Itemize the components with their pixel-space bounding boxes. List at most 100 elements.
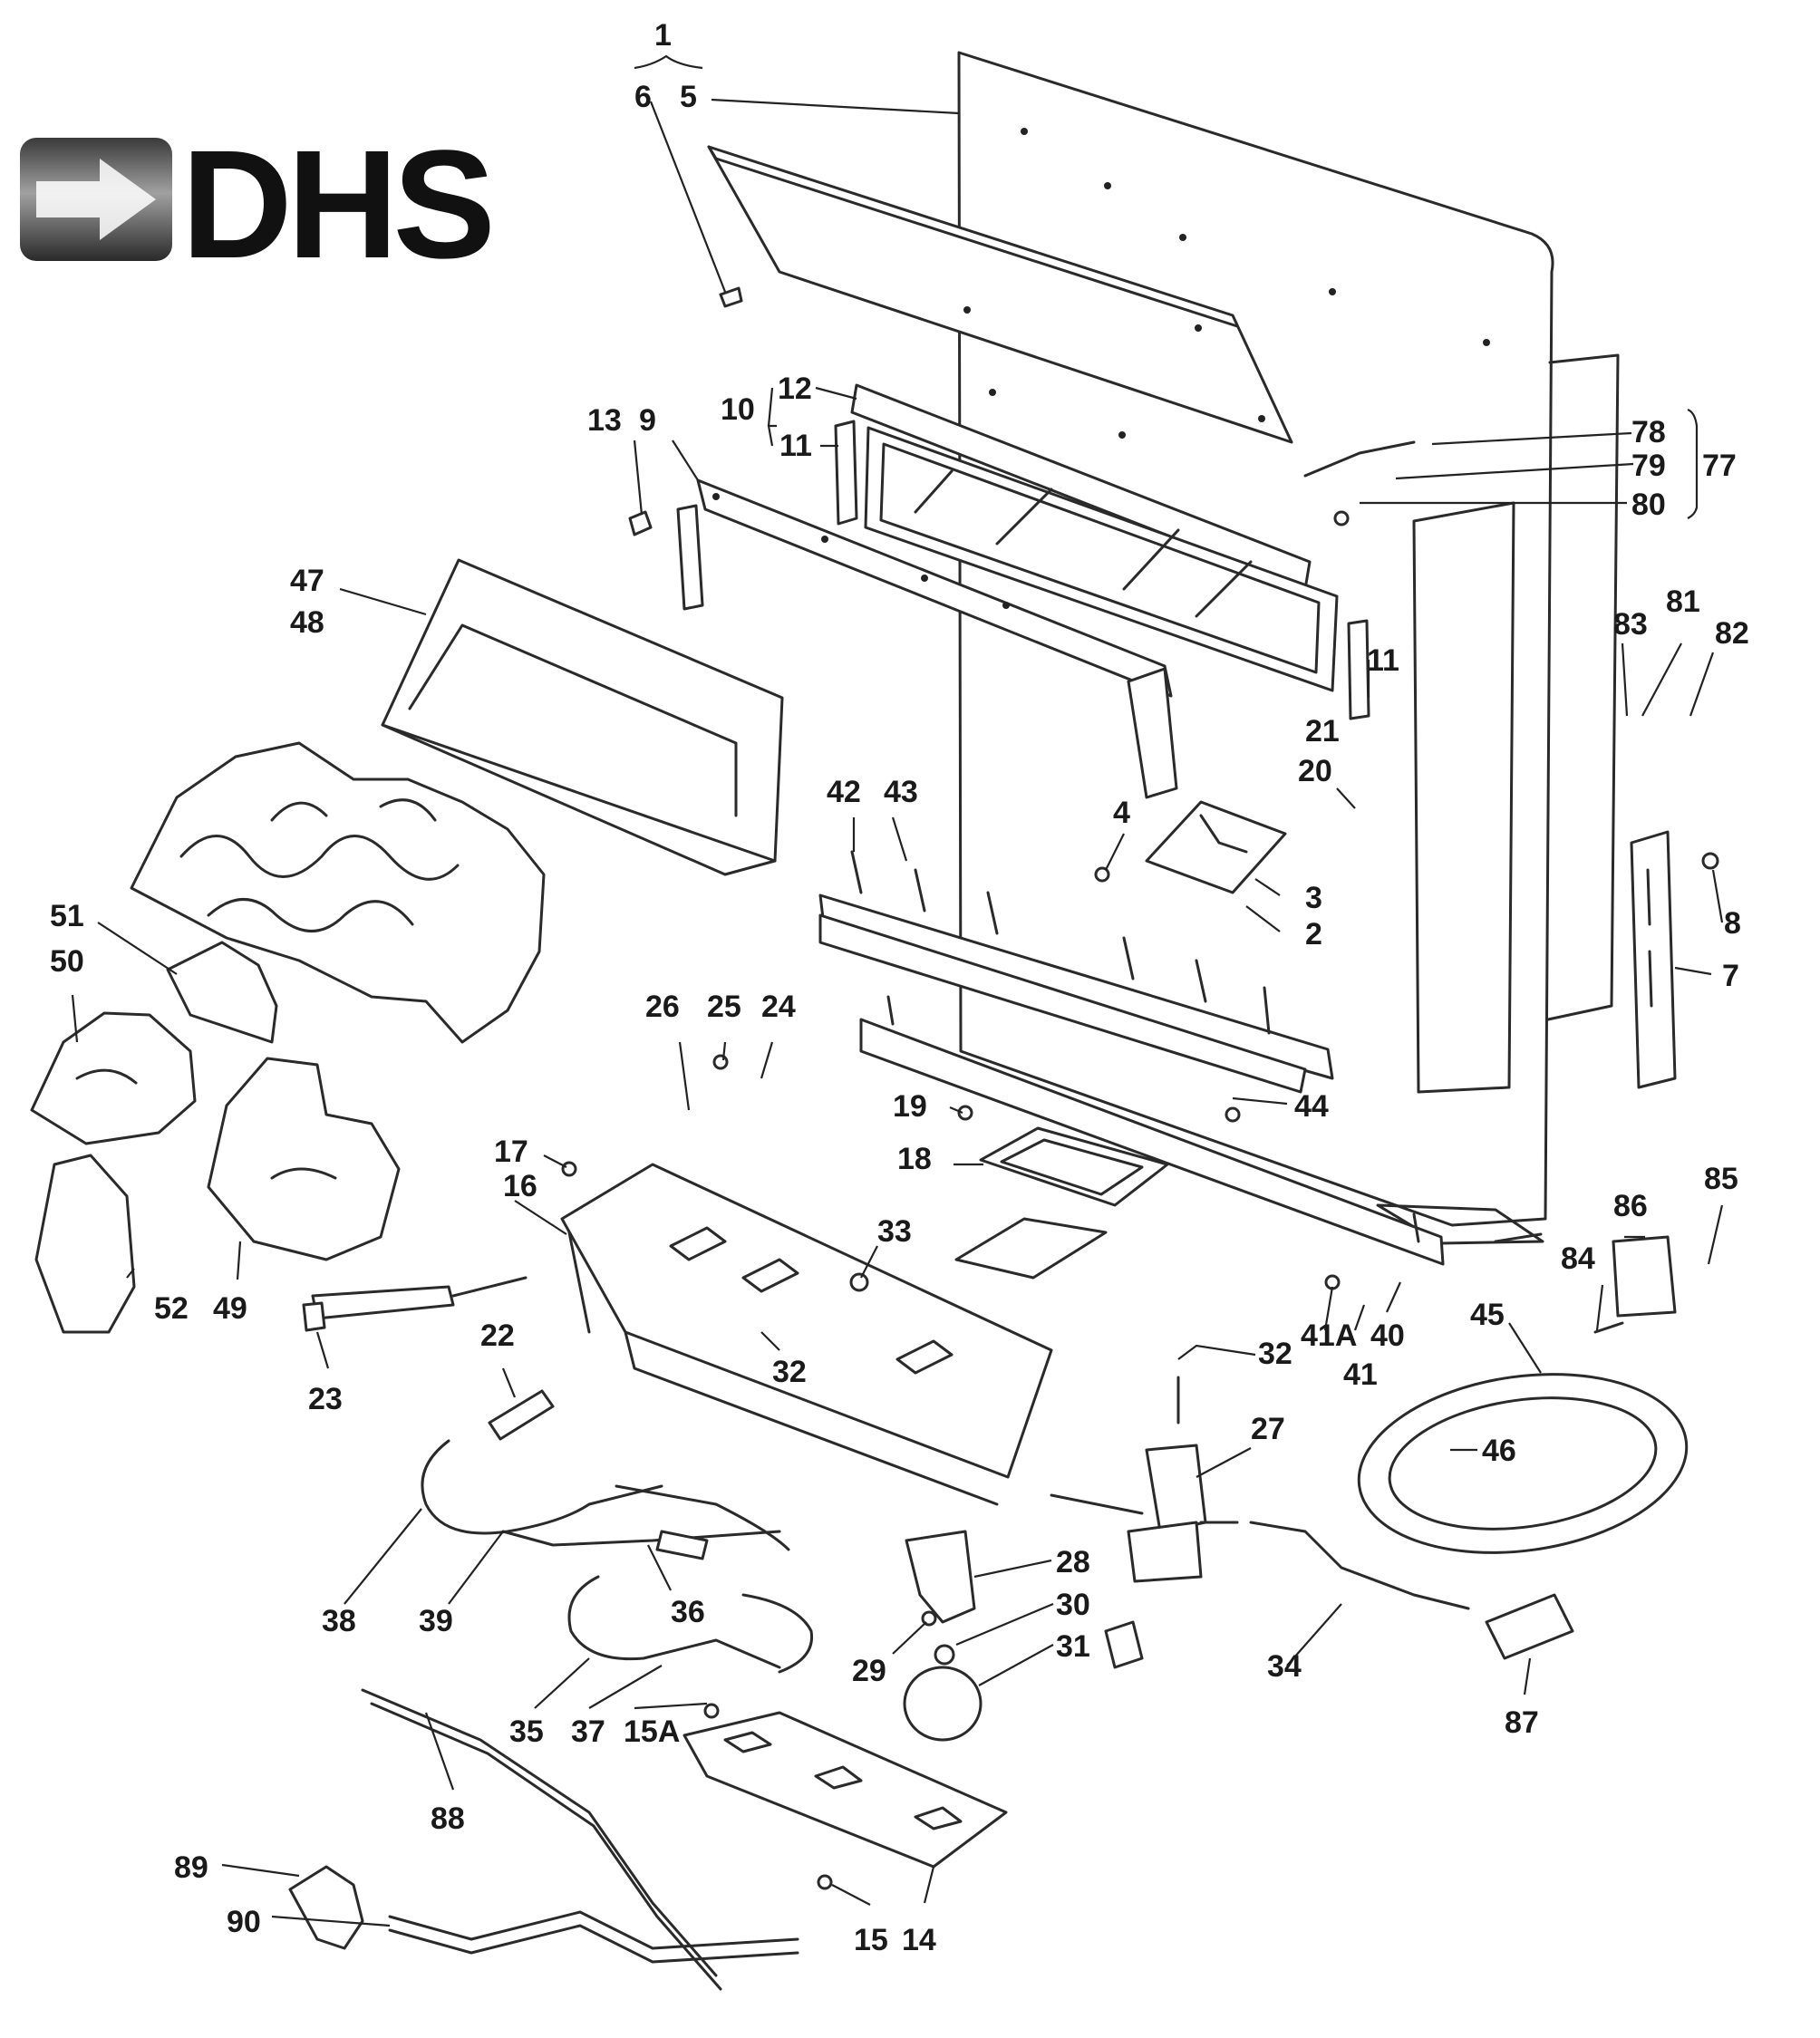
plate-86 [1612, 1235, 1677, 1318]
callout-46: 46 [1482, 1434, 1516, 1468]
thermocouple [302, 1276, 528, 1332]
callout-48: 48 [290, 605, 324, 640]
control-knob [903, 1666, 983, 1742]
side-frame [1376, 353, 1620, 1245]
callout-36: 36 [671, 1595, 705, 1629]
callout-34: 34 [1267, 1649, 1302, 1684]
callout-9: 9 [639, 403, 656, 438]
callout-42: 42 [827, 775, 861, 809]
callout-49: 49 [213, 1291, 247, 1326]
connector-22 [488, 1389, 555, 1441]
lower-rail [859, 995, 1445, 1266]
callout-1: 1 [654, 18, 672, 53]
callout-30: 30 [1056, 1588, 1090, 1622]
callout-50: 50 [50, 944, 84, 979]
side-bracket-7 [1630, 830, 1677, 1089]
heat-shield [682, 1711, 1008, 1869]
callout-89: 89 [174, 1850, 208, 1885]
callout-80: 80 [1631, 488, 1666, 522]
callout-44: 44 [1294, 1089, 1329, 1124]
callout-41A: 41A [1301, 1318, 1357, 1353]
callout-28: 28 [1056, 1545, 1090, 1579]
callout-15: 15 [854, 1923, 888, 1957]
callout-17: 17 [494, 1135, 528, 1169]
callout-20: 20 [1298, 754, 1332, 788]
callout-33: 33 [877, 1214, 912, 1249]
callout-51: 51 [50, 899, 84, 933]
callout-39: 39 [419, 1604, 453, 1638]
callout-6: 6 [634, 80, 652, 114]
callout-21: 21 [1305, 714, 1340, 749]
callout-labels: 1 6 5 12 10 11 13 9 78 79 80 77 47 48 83… [50, 18, 1749, 1957]
callout-86: 86 [1613, 1189, 1648, 1223]
callout-23: 23 [308, 1382, 343, 1416]
callout-85: 85 [1704, 1162, 1738, 1196]
callout-45: 45 [1470, 1298, 1505, 1332]
pipe-90 [388, 1910, 799, 1964]
callout-52: 52 [154, 1291, 189, 1326]
gas-valve [1050, 1376, 1239, 1669]
callout-26: 26 [645, 990, 680, 1024]
leader-lines [71, 54, 1724, 1927]
callout-14: 14 [902, 1923, 936, 1957]
callout-84: 84 [1561, 1241, 1595, 1276]
callout-13: 13 [587, 403, 622, 438]
callout-10: 10 [721, 392, 755, 427]
callout-22: 22 [480, 1318, 515, 1353]
callout-43: 43 [884, 775, 918, 809]
screw-13 [628, 510, 653, 536]
callout-41: 41 [1343, 1357, 1378, 1392]
callout-83: 83 [1613, 607, 1648, 642]
callout-47: 47 [290, 564, 324, 598]
callout-7: 7 [1722, 959, 1739, 993]
callout-19: 19 [893, 1089, 927, 1124]
callout-15A: 15A [624, 1714, 680, 1749]
callout-3: 3 [1305, 881, 1322, 915]
front-frame [676, 478, 1178, 799]
callout-40: 40 [1370, 1318, 1405, 1353]
screw-6 [719, 286, 743, 308]
callout-82: 82 [1715, 616, 1749, 651]
fuel-tray [381, 558, 784, 876]
callout-12: 12 [778, 372, 812, 406]
callout-27: 27 [1251, 1412, 1285, 1446]
callout-79: 79 [1631, 449, 1666, 483]
bracket-28 [905, 1530, 976, 1624]
callout-87: 87 [1505, 1705, 1539, 1740]
coal-51 [166, 941, 278, 1044]
gas-pipework [421, 1439, 814, 1674]
control-chassis [560, 1163, 1053, 1506]
callout-78: 78 [1631, 415, 1666, 449]
callout-88: 88 [431, 1801, 465, 1836]
callout-35: 35 [509, 1714, 544, 1749]
glass-window-assembly [834, 383, 1370, 720]
callout-90: 90 [227, 1905, 261, 1939]
pilot-tray [954, 1126, 1169, 1280]
seal-ring [1357, 1373, 1689, 1554]
callout-32-a: 32 [772, 1355, 807, 1389]
supply-pipe-88 [361, 1688, 722, 1991]
coal-52 [34, 1154, 136, 1334]
coal-bed [130, 741, 546, 1044]
callout-2: 2 [1305, 917, 1322, 951]
dhs-logo: DHS [20, 119, 496, 291]
callout-25: 25 [707, 990, 741, 1024]
callout-5: 5 [680, 80, 697, 114]
elbow-89 [288, 1865, 364, 1950]
coal-49 [207, 1057, 401, 1261]
burner-assembly [818, 800, 1334, 1094]
callout-32-b: 32 [1258, 1337, 1292, 1371]
callout-11-b: 11 [1367, 643, 1399, 678]
callout-77: 77 [1702, 449, 1737, 483]
callout-4: 4 [1113, 796, 1130, 830]
callout-11-a: 11 [779, 429, 812, 463]
callout-18: 18 [897, 1142, 932, 1176]
callout-29: 29 [852, 1654, 886, 1688]
top-deflector [707, 145, 1293, 444]
callout-81: 81 [1666, 584, 1700, 619]
callout-37: 37 [571, 1714, 605, 1749]
callout-8: 8 [1724, 906, 1741, 941]
arrow-icon [36, 159, 156, 240]
